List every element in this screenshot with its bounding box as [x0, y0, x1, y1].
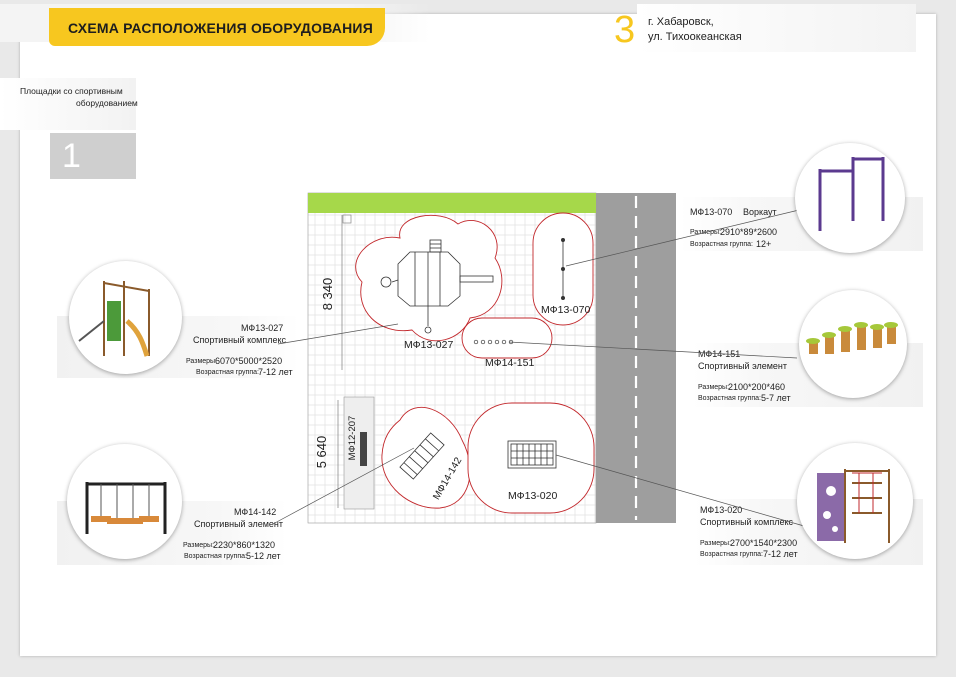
equip-age: 5-12 лет: [246, 551, 281, 561]
section-number: 1: [62, 137, 81, 175]
title-bar: [49, 8, 385, 46]
photo-mf13-027: [69, 261, 182, 374]
equip-size: 6070*5000*2520: [215, 356, 283, 366]
photo-mf14-142: [67, 444, 182, 559]
plan-label-mf13-070: МФ13-070: [541, 304, 590, 316]
equip-code: МФ14-142: [234, 507, 277, 517]
equip-code: МФ13-020: [700, 505, 743, 515]
leader-lines: [272, 209, 805, 527]
plan-label-mf13-027: МФ13-027: [404, 339, 453, 351]
equip-name: Спортивный элемент: [698, 361, 788, 371]
symbol-mf13-027: [380, 239, 494, 334]
symbol-mf14-142: [399, 432, 445, 480]
dimension-bottom: 5 640: [314, 436, 329, 469]
photo-mf13-070: [795, 143, 905, 253]
sheet-number: 3: [614, 9, 636, 51]
bench-area: [343, 396, 375, 510]
equip-age-label: Возрастная группа:: [184, 553, 247, 560]
equip-size-label: Размеры:: [698, 384, 730, 391]
plan-label-mf13-020: МФ13-020: [508, 490, 557, 502]
equip-age-label: Возрастная группа:: [698, 395, 761, 402]
section-label-box: [0, 78, 136, 130]
grass-strip: [308, 193, 596, 213]
section-number-box: [50, 133, 136, 179]
equip-size: 2700*1540*2300: [730, 538, 798, 548]
equip-age-label: Возрастная группа:: [700, 551, 763, 558]
equip-code: МФ13-027: [241, 323, 284, 333]
zone-mf14-151: [461, 317, 553, 359]
address-street: ул. Тихоокеанская: [648, 31, 742, 43]
equip-name: Спортивный комплекс: [700, 517, 793, 527]
equip-age: 5-7 лет: [761, 393, 791, 403]
swinging-bridge-illustration: [85, 482, 167, 534]
symbol-mf13-070: [561, 237, 566, 300]
equip-size: 2910*89*2600: [720, 227, 778, 237]
equip-age: 7-12 лет: [258, 367, 293, 377]
bench-symbol: [360, 432, 367, 466]
equip-name: Воркаут: [743, 207, 777, 217]
address-city: г. Хабаровск,: [648, 16, 714, 28]
equip-name: Спортивный комплекс: [193, 335, 286, 345]
symbol-mf13-020: [507, 440, 557, 469]
workout-bars-illustration: [818, 157, 885, 231]
zone-mf13-027: [355, 214, 503, 342]
photo-mf13-020: [797, 443, 913, 559]
equip-age-label: Возрастная группа:: [690, 241, 753, 248]
section-label-line2: оборудованием: [76, 98, 138, 108]
sport-complex-illustration: [78, 281, 150, 357]
equip-size-label: Размеры:: [186, 358, 218, 365]
equip-size: 2100*200*460: [728, 382, 786, 392]
symbol-mf14-151: [473, 339, 514, 345]
climbing-complex-illustration: [817, 469, 890, 543]
equip-code: МФ13-070: [690, 207, 733, 217]
zone-mf14-142: [381, 407, 471, 509]
balance-stumps-illustration: [806, 322, 898, 354]
equip-size-label: Размеры:: [183, 542, 215, 549]
equip-age: 12+: [756, 239, 772, 249]
equip-age-label: Возрастная группа:: [196, 369, 259, 376]
section-label-line1: Площадки со спортивным: [20, 86, 123, 96]
equip-age: 7-12 лет: [763, 549, 798, 559]
photo-mf14-151: [799, 290, 907, 398]
page-title: СХЕМА РАСПОЛОЖЕНИЯ ОБОРУДОВАНИЯ: [68, 20, 373, 36]
corner-marker: [342, 214, 352, 224]
plan-label-mf14-151: МФ14-151: [485, 357, 534, 369]
equip-name: Спортивный элемент: [194, 519, 284, 529]
equip-size-label: Размеры:: [700, 540, 732, 547]
dimension-top: 8 340: [320, 278, 335, 311]
address-box: [637, 4, 916, 52]
equip-size: 2230*860*1320: [213, 540, 276, 550]
plan-label-mf12-207: МФ12-207: [347, 416, 358, 461]
